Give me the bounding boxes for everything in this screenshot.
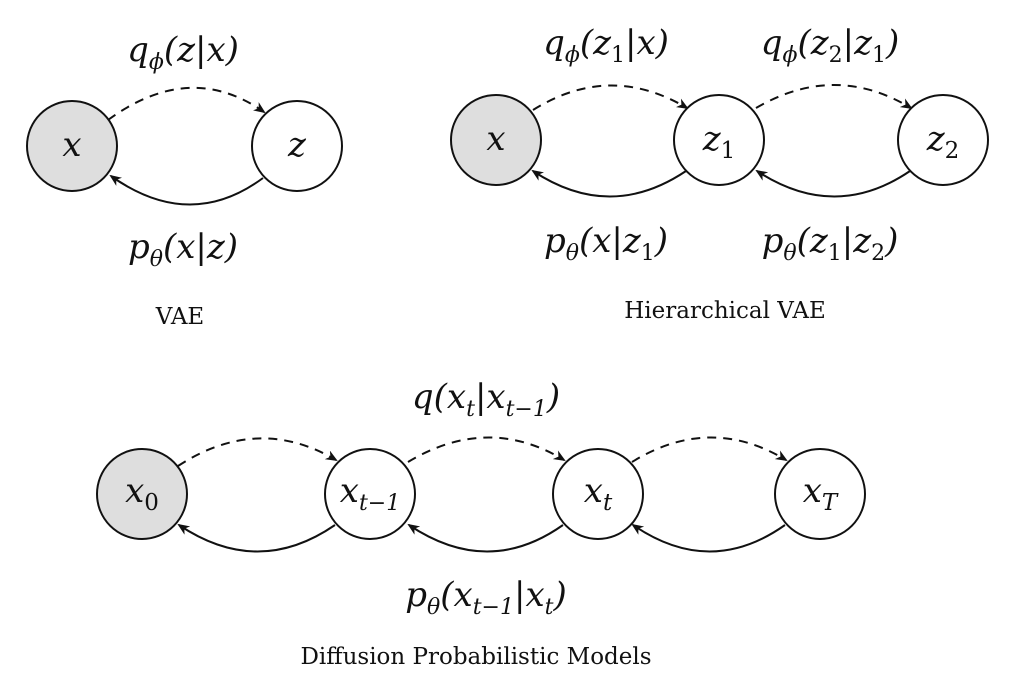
hvae-decoder-edge-1 (531, 169, 687, 198)
diffusion-forward-edge-1 (177, 437, 338, 467)
hvae-node-x-label: x (486, 119, 505, 159)
vae-node-x-label: x (62, 125, 81, 165)
hvae-encoder-label-1: qϕ(z1|x) (543, 23, 669, 68)
diffusion-node-xt-minus-1-label: xt−1 (340, 471, 400, 516)
hvae-node-x (450, 94, 542, 186)
hvae-encoder-edge-2 (755, 84, 913, 110)
hvae-node-z1 (673, 94, 765, 186)
vae-encoder-edge (107, 87, 266, 121)
vae-panel: x z qϕ(z|x) pθ(x|z) VAE (26, 30, 343, 330)
hvae-node-z2-label: z2 (926, 119, 960, 164)
diffusion-caption: Diffusion Probabilistic Models (300, 644, 651, 670)
vae-node-z-label: z (287, 125, 307, 165)
diffusion-node-xT (774, 448, 866, 540)
diffusion-reverse-edge-1 (177, 523, 336, 553)
diffusion-forward-edge-2 (407, 436, 566, 463)
vae-node-z (251, 100, 343, 192)
hvae-decoder-edge-2 (755, 169, 911, 198)
hvae-decoder-label-1: pθ(x|z1) (544, 221, 668, 266)
diffusion-node-xt-minus-1 (324, 448, 416, 540)
diffusion-forward-label: q(xt|xt−1) (412, 377, 560, 422)
diffusion-reverse-edge-3 (631, 523, 786, 553)
hvae-encoder-label-2: qϕ(z2|z1) (761, 23, 900, 68)
vae-decoder-label: pθ(x|z) (128, 227, 238, 272)
hvae-caption: Hierarchical VAE (624, 298, 826, 324)
vae-decoder-edge (109, 174, 264, 206)
diffusion-reverse-edge-2 (407, 523, 564, 553)
vae-encoder-label: qϕ(z|x) (127, 30, 239, 75)
diffusion-node-xt-label: xt (584, 471, 613, 516)
diffusion-panel: x0 xt−1 xt xT q(xt|xt−1) pθ(xt−1|xt) Dif… (96, 377, 866, 670)
diffusion-node-xT-label: xT (803, 471, 839, 516)
diffusion-node-x0 (96, 448, 188, 540)
hvae-node-z2 (897, 94, 989, 186)
diffusion-reverse-label: pθ(xt−1|xt) (405, 575, 567, 620)
hvae-panel: x z1 z2 qϕ(z1|x) qϕ(z2|z1) pθ(x|z1) pθ(z… (450, 23, 989, 324)
hvae-encoder-edge-1 (532, 84, 689, 111)
hvae-decoder-label-2: pθ(z1|z2) (762, 221, 899, 266)
vae-caption: VAE (155, 304, 204, 330)
vae-node-x (26, 100, 118, 192)
diffusion-node-x0-label: x0 (125, 471, 159, 516)
hvae-node-z1-label: z1 (702, 119, 736, 164)
diffusion-forward-edge-3 (631, 436, 788, 463)
diffusion-node-xt (552, 448, 644, 540)
